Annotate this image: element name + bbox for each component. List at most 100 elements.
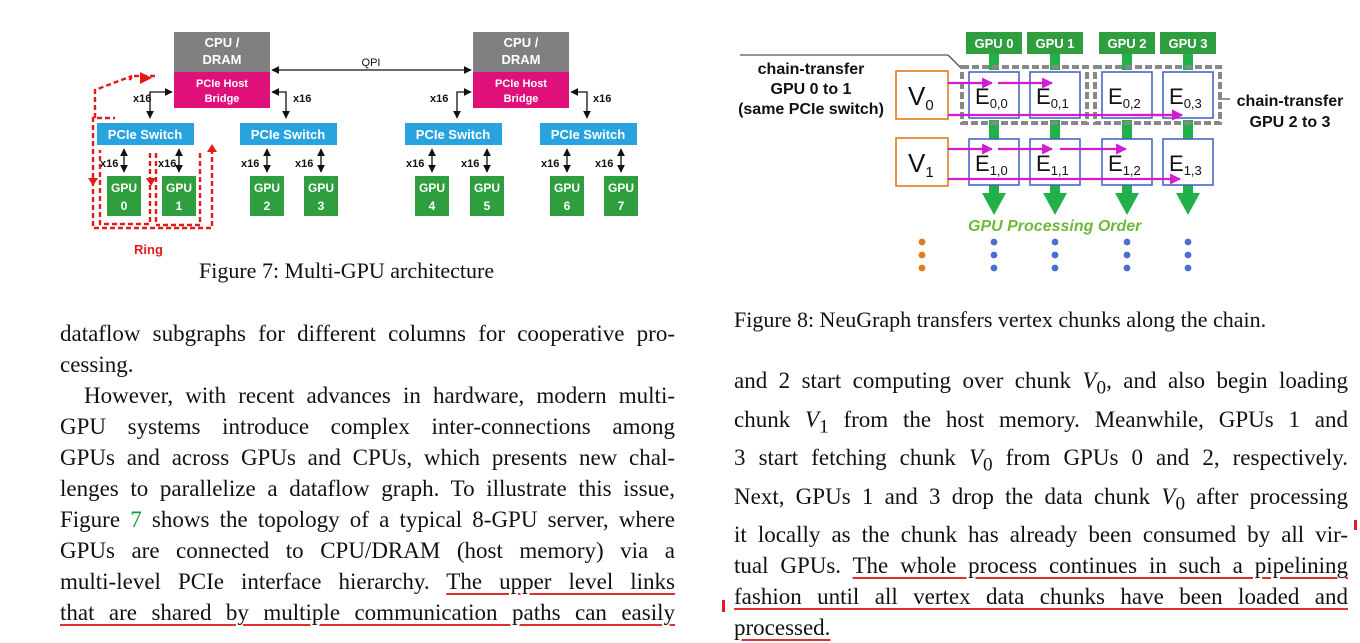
svg-text:0: 0 [121, 199, 128, 213]
text-line: and 2 start computing over chunk V0, and… [734, 368, 1348, 399]
ring-inner-loop [98, 150, 202, 227]
figure-7-link[interactable]: 7 [130, 507, 142, 532]
svg-text:chain-transfer: chain-transfer [758, 61, 865, 78]
note-chain-transfer-right: chain-transfer GPU 2 to 3 [1237, 93, 1344, 131]
pcie-switch-3 [540, 123, 637, 145]
svg-text:V0: V0 [908, 81, 934, 114]
text-line: GPUs are connected to CPU/DRAM (host mem… [60, 538, 675, 563]
chain-group-2-3 [1093, 65, 1222, 125]
svg-text:GPU: GPU [419, 181, 445, 195]
svg-text:4: 4 [429, 199, 436, 213]
svg-text:E1,0: E1,0 [975, 151, 1008, 178]
edge-chunk-e03: E0,3 [1162, 71, 1214, 119]
text-line: dataflow subgraphs for different columns… [60, 321, 675, 346]
svg-text:E0,2: E0,2 [1108, 84, 1141, 111]
svg-text:GPU: GPU [608, 181, 634, 195]
ring-arrow-right [207, 144, 217, 152]
svg-text:GPU 3: GPU 3 [1168, 36, 1207, 51]
svg-text:7: 7 [618, 199, 625, 213]
cpu-dram-box-right [473, 32, 569, 72]
link-label: x16 [406, 158, 424, 170]
continuation-dots [918, 238, 1192, 272]
figure-7-diagram: CPU / DRAM PCIe Host Bridge CPU / DRAM P… [88, 32, 638, 257]
svg-text:E0,3: E0,3 [1169, 84, 1202, 111]
left-column-text: dataflow subgraphs for different columns… [60, 318, 675, 628]
ring-arrow-top [140, 72, 152, 84]
svg-text:GPU 0: GPU 0 [974, 36, 1013, 51]
switch-label: PCIe Switch [416, 127, 490, 142]
text-line: it locally as the chunk has already been… [734, 522, 1348, 548]
edge-chunk-e02: E0,2 [1101, 71, 1153, 119]
link-label: x16 [293, 93, 311, 105]
text-line: However, with recent advances in hardwar… [84, 383, 675, 408]
dram-label-left: DRAM [203, 52, 242, 67]
bridge-label-left-1: PCIe Host [196, 78, 248, 90]
link-label: x16 [158, 158, 176, 170]
svg-text:E1,1: E1,1 [1036, 151, 1069, 178]
svg-text:GPU: GPU [554, 181, 580, 195]
text-line: lenges to parallelize a dataflow graph. … [60, 476, 675, 501]
svg-text:E1,2: E1,2 [1108, 151, 1141, 178]
edge-chunk-e10: E1,0 [968, 138, 1020, 186]
bridge-switch-link-3 [570, 88, 591, 119]
svg-text:V1: V1 [908, 148, 934, 181]
svg-text:GPU 1: GPU 1 [1035, 36, 1074, 51]
svg-text:6: 6 [564, 199, 571, 213]
figure-8-diagram: GPU 0 GPU 1 GPU 2 GPU 3 V0 [738, 32, 1344, 272]
gpu-header-2: GPU 2 [1099, 32, 1155, 54]
gpu-box-2: GPU 2 [250, 176, 284, 216]
text-line: GPUs and across GPUs and CPUs, which pre… [60, 445, 675, 470]
down-arrows [982, 193, 1200, 215]
svg-text:1: 1 [176, 199, 183, 213]
qpi-label: QPI [362, 57, 381, 69]
text-line: GPU systems introduce complex inter-conn… [60, 414, 675, 439]
highlight-underline: The whole process continues in such a pi… [852, 553, 1348, 579]
edge-chunk-e13: E1,3 [1162, 138, 1214, 186]
ring-arrow-mid [146, 178, 156, 186]
cpu-dram-box-left [174, 32, 270, 72]
highlight-underline: fashion until all vertex data chunks hav… [734, 584, 1348, 610]
note-chain-transfer-left: chain-transfer GPU 0 to 1 (same PCIe swi… [738, 61, 884, 118]
svg-text:(same PCIe switch): (same PCIe switch) [738, 101, 884, 118]
right-column-text: and 2 start computing over chunk V0, and… [734, 365, 1348, 643]
switch-label: PCIe Switch [551, 127, 625, 142]
gpu-box-3: GPU 3 [304, 176, 338, 216]
annotation-mark [722, 600, 725, 612]
text-line: Next, GPUs 1 and 3 drop the data chunk V… [734, 483, 1349, 515]
text-line: processed. [734, 612, 1348, 643]
pcie-switch-1 [240, 123, 337, 145]
vertex-chunk-v1: V1 [895, 137, 949, 187]
link-label: x16 [593, 93, 611, 105]
svg-text:E0,1: E0,1 [1036, 84, 1069, 111]
svg-text:2: 2 [264, 199, 271, 213]
switch-label: PCIe Switch [251, 127, 325, 142]
cpu-label-right: CPU / [504, 35, 539, 50]
processing-order-label: GPU Processing Order [968, 218, 1142, 235]
edge-chunk-e01: E0,1 [1029, 71, 1081, 119]
ring-arrow-left [88, 178, 98, 186]
bridge-switch-link-0 [146, 88, 173, 119]
svg-text:GPU: GPU [111, 181, 137, 195]
gpu-header-3: GPU 3 [1160, 32, 1216, 54]
gpu-box-4: GPU 4 [415, 176, 449, 216]
text-line: fashion until all vertex data chunks hav… [734, 581, 1348, 612]
gpu-box-1: GPU 1 [162, 176, 196, 216]
transfer-arrows [948, 77, 1184, 185]
link-label: x16 [241, 158, 259, 170]
highlight-underline: The upper level links [446, 569, 675, 594]
gpu-box-5: GPU 5 [470, 176, 504, 216]
switch-label: PCIe Switch [108, 127, 182, 142]
svg-text:E1,3: E1,3 [1169, 151, 1202, 178]
svg-text:GPU: GPU [474, 181, 500, 195]
chain-group-0-1 [960, 65, 1089, 125]
svg-text:GPU 0 to 1: GPU 0 to 1 [771, 81, 852, 98]
edge-chunk-e11: E1,1 [1029, 138, 1081, 186]
svg-text:GPU 2 to 3: GPU 2 to 3 [1250, 114, 1331, 131]
link-label: x16 [430, 93, 448, 105]
figure-7-caption: Figure 7: Multi-GPU architecture [199, 258, 495, 283]
bridge-switch-link-2 [453, 88, 472, 119]
text-line: chunk V1 from the host memory. Meanwhile… [734, 406, 1348, 438]
gpu-header-0: GPU 0 [966, 32, 1022, 54]
column-pillars [989, 54, 1193, 195]
gpu-box-6: GPU 6 [550, 176, 584, 216]
